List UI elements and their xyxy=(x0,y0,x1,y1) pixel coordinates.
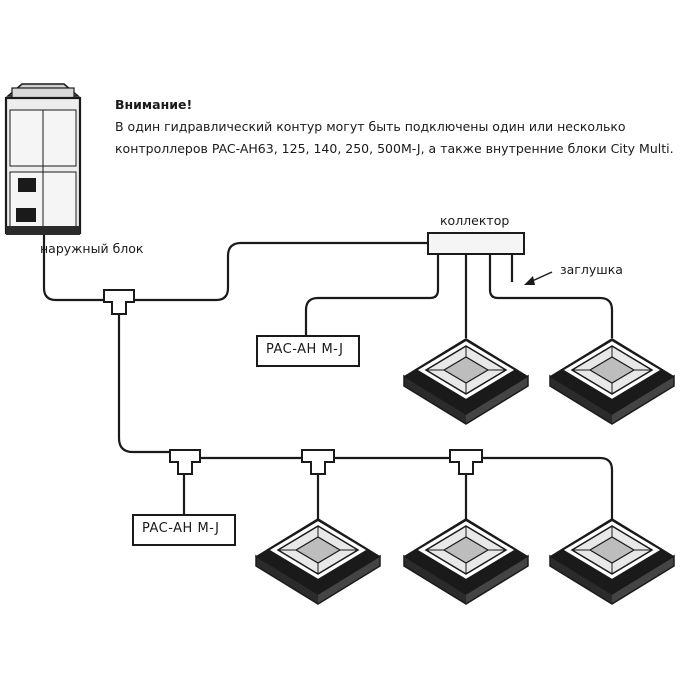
controller-box-upper xyxy=(256,335,360,367)
ceiling-cassette-icon xyxy=(255,517,381,605)
pipe-tee-icon xyxy=(449,449,483,475)
outdoor-condenser-icon xyxy=(4,83,82,235)
pipe-tee-icon xyxy=(301,449,335,475)
pipe-tee-icon xyxy=(169,449,201,475)
pipe-collector-unit-2 xyxy=(488,254,614,338)
pipe-lower-main-3 xyxy=(482,456,614,520)
attention-note: Внимание! В один гидравлический контур м… xyxy=(115,94,690,160)
arrow-icon xyxy=(524,271,553,285)
ceiling-cassette-icon xyxy=(403,517,529,605)
pipe-tee-icon xyxy=(103,289,135,315)
controller-box-lower xyxy=(132,514,236,546)
pipe-collector-controller xyxy=(304,254,440,336)
plug-label: заглушка xyxy=(560,262,623,277)
pipe-tee-to-collector xyxy=(130,241,430,302)
controller-label-lower: PAC-AH M-J xyxy=(142,521,220,536)
note-line: В один гидравлический контур могут быть … xyxy=(115,119,626,134)
controller-label-upper: PAC-AH M-J xyxy=(266,342,344,357)
ceiling-cassette-icon xyxy=(549,337,675,425)
ceiling-cassette-icon xyxy=(549,517,675,605)
note-title: Внимание! xyxy=(115,97,193,112)
collector xyxy=(427,232,525,255)
ceiling-cassette-icon xyxy=(403,337,529,425)
pipe-tee-down xyxy=(117,312,172,454)
pipe-outdoor-to-tee xyxy=(42,235,108,302)
note-line: контроллеров PAC-AH63, 125, 140, 250, 50… xyxy=(115,141,674,156)
pipes xyxy=(42,235,614,520)
collector-label: коллектор xyxy=(440,213,510,228)
outdoor-unit-label: наружный блок xyxy=(40,241,144,256)
